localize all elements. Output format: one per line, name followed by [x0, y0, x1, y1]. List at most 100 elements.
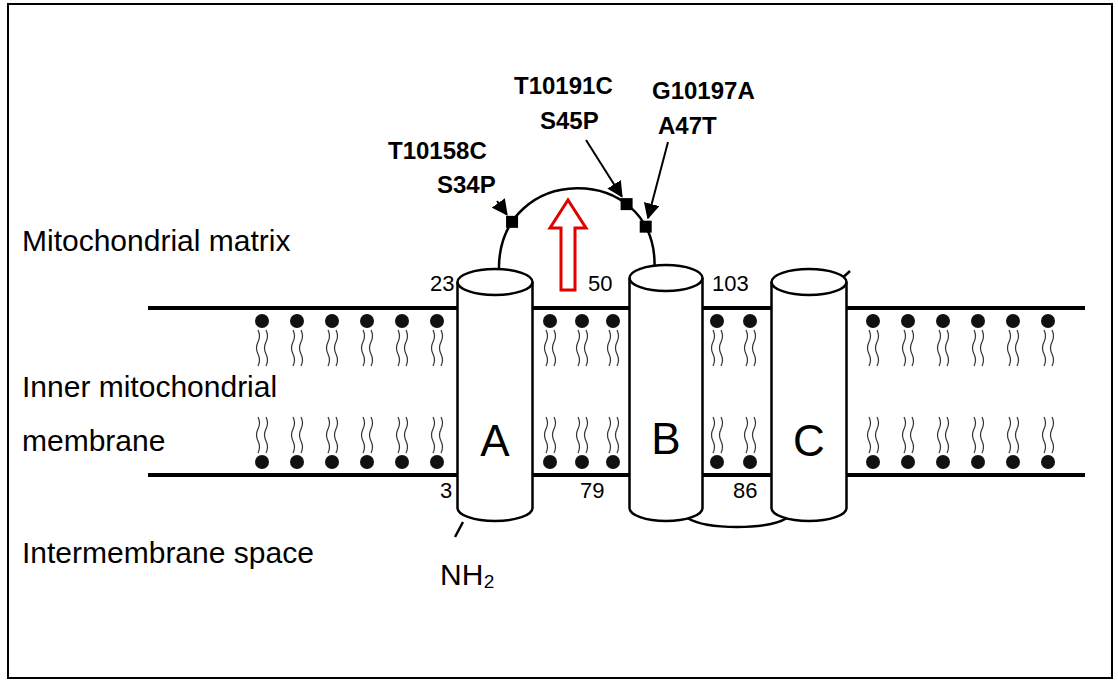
lipid-tail: [876, 417, 879, 453]
amino-acid-change: S45P: [540, 108, 599, 134]
lipid-tail: [397, 330, 400, 366]
region-label: Intermembrane space: [22, 536, 314, 569]
lipid-head: [866, 455, 880, 469]
mutation-site: [621, 198, 633, 210]
lipid-tail: [265, 330, 268, 366]
residue-number: 23: [430, 272, 454, 296]
lipid-tail: [868, 417, 871, 453]
lipid-tail: [370, 417, 373, 453]
lipid-tail: [911, 330, 914, 366]
lipid-tail: [553, 417, 556, 453]
lipid-tail: [938, 417, 941, 453]
lipid-head: [325, 455, 339, 469]
lipid-tail: [577, 417, 580, 453]
lipid-head: [325, 314, 339, 328]
membrane-line: [148, 473, 1085, 477]
lipid-tail: [745, 330, 748, 366]
lipid-tail: [903, 417, 906, 453]
lipid-tail: [545, 330, 548, 366]
intermembrane-loop: [687, 518, 787, 527]
lipid-tail: [265, 417, 268, 453]
lipid-head: [866, 314, 880, 328]
lipid-tail: [362, 330, 365, 366]
lipid-tail: [585, 417, 588, 453]
helix-letter: B: [628, 414, 704, 464]
mutation-site: [640, 221, 652, 233]
lipid-head: [1041, 314, 1055, 328]
cylinder-outline: [628, 264, 704, 522]
lipid-head: [710, 314, 724, 328]
residue-number: 50: [588, 272, 612, 296]
lipid-tail: [903, 330, 906, 366]
lipid-head: [575, 455, 589, 469]
lipid-tail: [753, 417, 756, 453]
lipid-head: [543, 455, 557, 469]
lipid-tail: [1016, 417, 1019, 453]
lipid-tail: [1016, 330, 1019, 366]
lipid-head: [360, 455, 374, 469]
lipid-tail: [405, 330, 408, 366]
amino-acid-change: A47T: [658, 113, 717, 139]
lipid-head: [606, 455, 620, 469]
lipid-tail: [946, 330, 949, 366]
lipid-tail: [585, 330, 588, 366]
lipid-head: [255, 314, 269, 328]
lipid-tail: [370, 330, 373, 366]
lipid-tail: [868, 330, 871, 366]
lipid-tail: [257, 330, 260, 366]
terminus-label: NH₂: [440, 558, 495, 591]
lipid-head: [971, 455, 985, 469]
lipid-head: [901, 314, 915, 328]
lipid-tail: [720, 330, 723, 366]
lipid-tail: [946, 417, 949, 453]
lipid-tail: [335, 417, 338, 453]
lipid-tail: [1043, 330, 1046, 366]
region-label: Mitochondrial matrix: [22, 224, 290, 257]
lipid-head: [710, 455, 724, 469]
lipid-tail: [577, 330, 580, 366]
lipid-head: [971, 314, 985, 328]
lipid-tail: [1051, 330, 1054, 366]
lipid-tail: [938, 330, 941, 366]
lipid-tail: [440, 330, 443, 366]
lipid-tail: [292, 417, 295, 453]
lipid-head: [395, 314, 409, 328]
lipid-tail: [397, 417, 400, 453]
lipid-tail: [876, 330, 879, 366]
region-label: Inner mitochondrial membrane: [22, 360, 312, 468]
lipid-tail: [553, 330, 556, 366]
frame: [8, 4, 1112, 678]
lipid-head: [1006, 455, 1020, 469]
lipid-head: [575, 314, 589, 328]
lipid-head: [936, 455, 950, 469]
leader-arrow: [586, 140, 622, 197]
terminus-tick: [455, 522, 463, 537]
lipid-tail: [753, 330, 756, 366]
lipid-head: [430, 455, 444, 469]
lipid-head: [395, 455, 409, 469]
lipid-head: [255, 455, 269, 469]
lipid-tail: [335, 330, 338, 366]
lipid-tail: [608, 330, 611, 366]
mutation-label: T10158C: [388, 138, 487, 164]
lipid-head: [743, 314, 757, 328]
mutation-label: T10191C: [514, 73, 613, 99]
mutation-site: [506, 216, 518, 228]
helix-letter: A: [456, 416, 534, 466]
residue-number: 3: [440, 479, 452, 503]
lipid-tail: [405, 417, 408, 453]
lipid-tail: [712, 417, 715, 453]
lipid-head: [901, 455, 915, 469]
leader-arrow: [648, 142, 668, 218]
lipid-tail: [973, 417, 976, 453]
helix-cylinder: A: [456, 268, 534, 522]
lipid-head: [360, 314, 374, 328]
lipid-head: [936, 314, 950, 328]
lipid-tail: [327, 330, 330, 366]
lipid-head: [1006, 314, 1020, 328]
lipid-tail: [300, 330, 303, 366]
lipid-tail: [327, 417, 330, 453]
cylinder-outline: [770, 268, 848, 522]
